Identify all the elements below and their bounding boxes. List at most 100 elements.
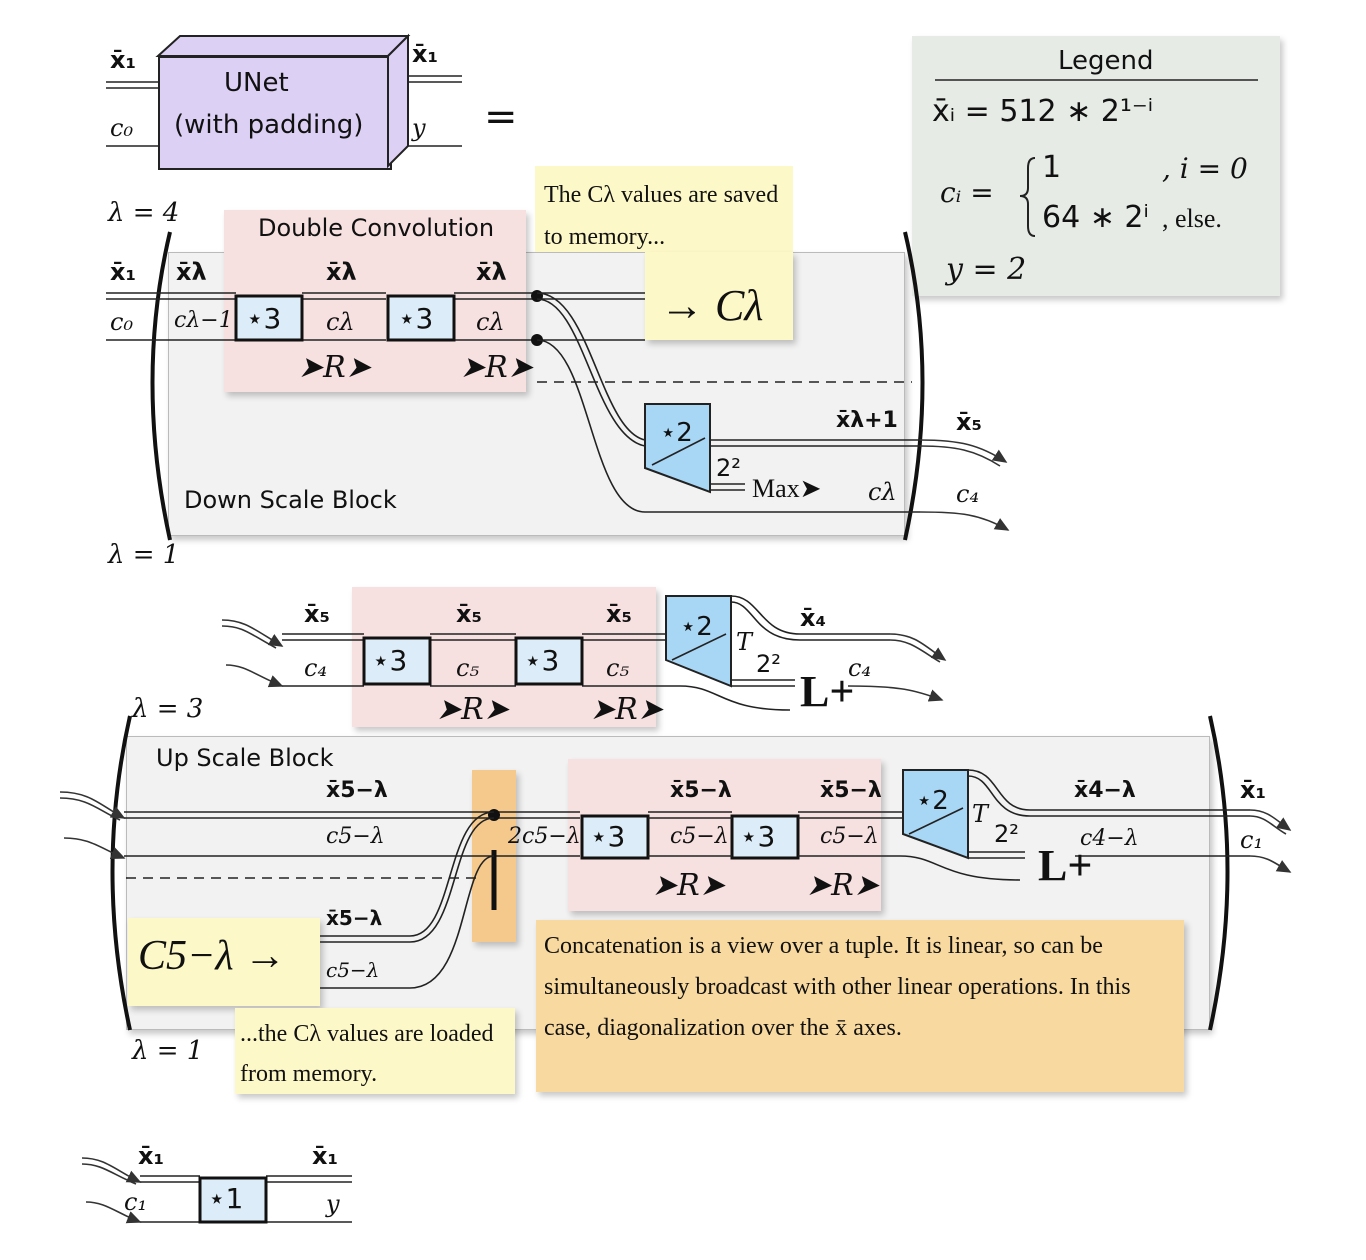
- up-relu1: ➤R➤: [652, 868, 725, 903]
- mid-out-c: c₄: [848, 654, 872, 682]
- legend-row-c-label: cᵢ =: [940, 176, 994, 209]
- up-conv2-label: ⋆3: [740, 820, 776, 853]
- up-concat-c: 2c5−λ: [508, 824, 581, 849]
- down-conv1-label: ⋆3: [246, 302, 282, 335]
- legend-row-c-case2-cond: , else.: [1162, 204, 1222, 233]
- up-c-in: c5−λ: [326, 824, 385, 849]
- down-out-c: c₄: [956, 480, 980, 508]
- down-in-c: c₀: [110, 308, 134, 336]
- unet-box-top: [155, 35, 411, 57]
- down-out-c-inner: cλ: [868, 478, 897, 506]
- up-out-c: c₁: [1240, 826, 1264, 854]
- down-in-x: x̄₁: [110, 258, 136, 286]
- save-arrow-text: → Cλ: [660, 281, 764, 330]
- down-x-lam-1: x̄λ: [176, 258, 207, 286]
- up-up-factor: 2²: [994, 820, 1019, 848]
- mid-up-label: ⋆2: [680, 612, 713, 642]
- save-arrow-box: [645, 252, 793, 340]
- up-out-c-inner: c4−λ: [1080, 826, 1139, 851]
- down-lambda-bottom: λ = 1: [108, 540, 180, 570]
- load-x: x̄5−λ: [326, 906, 383, 930]
- unet-label-line1: UNet: [224, 68, 289, 98]
- load-note-text: ...the Cλ values are loaded from memory.: [240, 1021, 494, 1087]
- up-out-x: x̄₁: [1240, 776, 1266, 804]
- down-pool-label: ⋆2: [660, 418, 693, 448]
- up-up-label: ⋆2: [916, 786, 949, 816]
- legend-row-c-case2: 64 ∗ 2ⁱ: [1042, 200, 1149, 235]
- unet-in-x: x̄₁: [110, 46, 136, 74]
- legend-row-c-case1: 1: [1042, 150, 1062, 185]
- up-lambda-bottom: λ = 1: [132, 1036, 204, 1066]
- up-conv2-cell: [730, 814, 800, 860]
- down-pool-factor: 2²: [716, 454, 741, 482]
- final-out-x: x̄₁: [312, 1142, 338, 1170]
- final-in-x: x̄₁: [138, 1142, 164, 1170]
- mid-linear: L+: [800, 667, 855, 716]
- up-lambda-top: λ = 3: [132, 694, 204, 724]
- save-note-text: The Cλ values are saved to memory...: [544, 182, 779, 250]
- down-c-lam-2: cλ: [476, 308, 505, 336]
- down-c-lam-minus: cλ−1: [174, 308, 233, 333]
- down-x-lam-3: x̄λ: [476, 258, 507, 286]
- unet-box-side: [387, 33, 409, 169]
- mid-conv1-label: ⋆3: [372, 644, 408, 677]
- double-convolution-label: Double Convolution: [258, 214, 495, 242]
- up-x-mid-1: x̄5−λ: [670, 778, 732, 803]
- concat-note: [536, 920, 1184, 1092]
- final-out-y: y: [326, 1190, 340, 1218]
- load-arrow-box: [128, 918, 320, 1006]
- load-note: [235, 1008, 515, 1094]
- up-conv1-cell: [580, 814, 650, 860]
- unet-out-x: x̄₁: [412, 40, 438, 68]
- up-c-mid-2: c5−λ: [820, 824, 879, 849]
- down-relu1: ➤R➤: [298, 350, 371, 385]
- up-x-mid-2: x̄5−λ: [820, 778, 882, 803]
- final-in-c: c₁: [124, 1188, 148, 1216]
- down-conv2-cell: [386, 294, 456, 342]
- down-c-lam-1: cλ: [326, 308, 355, 336]
- save-note: [535, 166, 793, 252]
- final-conv-label: ⋆1: [208, 1182, 244, 1215]
- up-c-mid-1: c5−λ: [670, 824, 729, 849]
- down-relu2: ➤R➤: [460, 350, 533, 385]
- down-pool-op: Max➤: [752, 474, 822, 503]
- mid-c5-a: c₅: [456, 654, 480, 682]
- equals-sign: =: [484, 94, 518, 140]
- mid-conv2-label: ⋆3: [524, 644, 560, 677]
- legend-row-x: x̄ᵢ = 512 ∗ 2¹⁻ⁱ: [932, 94, 1154, 129]
- concat-note-text: Concatenation is a view over a tuple. It…: [544, 933, 1131, 1041]
- unet-out-y: y: [412, 114, 426, 142]
- mid-conv2-cell: [514, 636, 584, 686]
- up-linear: L+: [1038, 841, 1093, 890]
- mid-c5-b: c₅: [606, 654, 630, 682]
- mid-x5-b: x̄₅: [606, 600, 632, 628]
- load-arrow-text: C5−λ →: [138, 933, 287, 979]
- down-block-label: Down Scale Block: [184, 486, 397, 514]
- up-out-x-inner: x̄4−λ: [1074, 778, 1136, 803]
- final-conv-cell: [198, 1176, 268, 1224]
- max-pool-shape: [644, 403, 711, 494]
- legend-row-c-case1-cond: , i = 0: [1162, 152, 1248, 185]
- down-out-x-inner: x̄λ+1: [836, 408, 898, 433]
- mid-in-c: c₄: [304, 654, 328, 682]
- unet-in-c: c₀: [110, 114, 134, 142]
- mid-up-factor: 2²: [756, 650, 781, 678]
- down-conv1-cell: [234, 294, 304, 342]
- up-x-in: x̄5−λ: [326, 778, 388, 803]
- up-relu2: ➤R➤: [806, 868, 879, 903]
- unet-label-line2: (with padding): [174, 110, 364, 140]
- legend-row-y: y = 2: [946, 252, 1027, 287]
- mid-out-x: x̄₄: [800, 604, 826, 632]
- down-x-lam-2: x̄λ: [326, 258, 357, 286]
- down-out-x: x̄₅: [956, 408, 982, 436]
- mid-up-T: T: [736, 628, 753, 656]
- up-block-label: Up Scale Block: [156, 744, 334, 772]
- mid-conv1-cell: [362, 636, 432, 686]
- mid-in-x: x̄₅: [304, 600, 330, 628]
- legend-title: Legend: [1058, 46, 1154, 76]
- down-conv2-label: ⋆3: [398, 302, 434, 335]
- up-up-T: T: [972, 800, 989, 828]
- mid-x5-a: x̄₅: [456, 600, 482, 628]
